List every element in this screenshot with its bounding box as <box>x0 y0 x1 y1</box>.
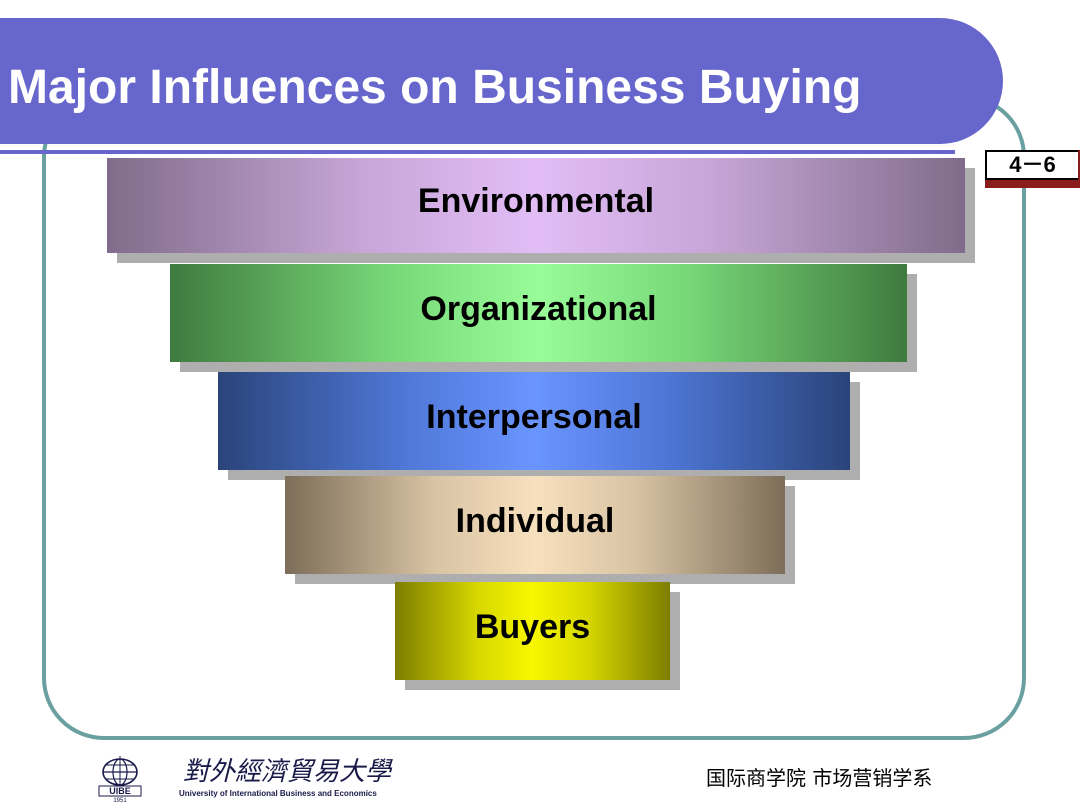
layer-label: Organizational <box>420 289 657 328</box>
layer-face: Environmental <box>107 158 965 253</box>
university-chinese-name: 對外經濟貿易大學 <box>183 757 393 787</box>
layer-organizational: Organizational <box>170 264 917 372</box>
founding-year: 1951 <box>113 798 127 802</box>
university-english-name: University of International Business and… <box>179 789 377 798</box>
layer-environmental: Environmental <box>107 158 975 263</box>
layer-individual: Individual <box>285 476 795 584</box>
layer-buyers: Buyers <box>395 582 680 690</box>
layer-face: Individual <box>285 476 785 574</box>
layer-face: Organizational <box>170 264 907 362</box>
layer-label: Environmental <box>417 182 655 220</box>
title-bar <box>0 18 1003 144</box>
page-number: 4－6 <box>985 150 1078 180</box>
slide-title: Major Influences on Business Buying <box>8 61 862 114</box>
layer-label: Buyers <box>474 607 591 646</box>
university-logo: UIBE 1951 對外經濟貿易大學 University of Interna… <box>95 752 455 804</box>
title-underline <box>0 150 955 154</box>
uibe-emblem-text: UIBE <box>109 786 131 796</box>
uibe-globe-logo-icon: UIBE 1951 對外經濟貿易大學 University of Interna… <box>98 756 393 804</box>
globe-emblem-icon <box>98 756 142 797</box>
layer-face: Buyers <box>395 582 670 680</box>
department-name: 国际商学院 市场营销学系 <box>706 766 933 790</box>
page-number-tab: 4－6 <box>985 150 1080 188</box>
layer-face: Interpersonal <box>218 372 850 470</box>
layer-interpersonal: Interpersonal <box>218 372 860 480</box>
layer-label: Interpersonal <box>426 397 642 436</box>
layer-label: Individual <box>455 501 615 540</box>
